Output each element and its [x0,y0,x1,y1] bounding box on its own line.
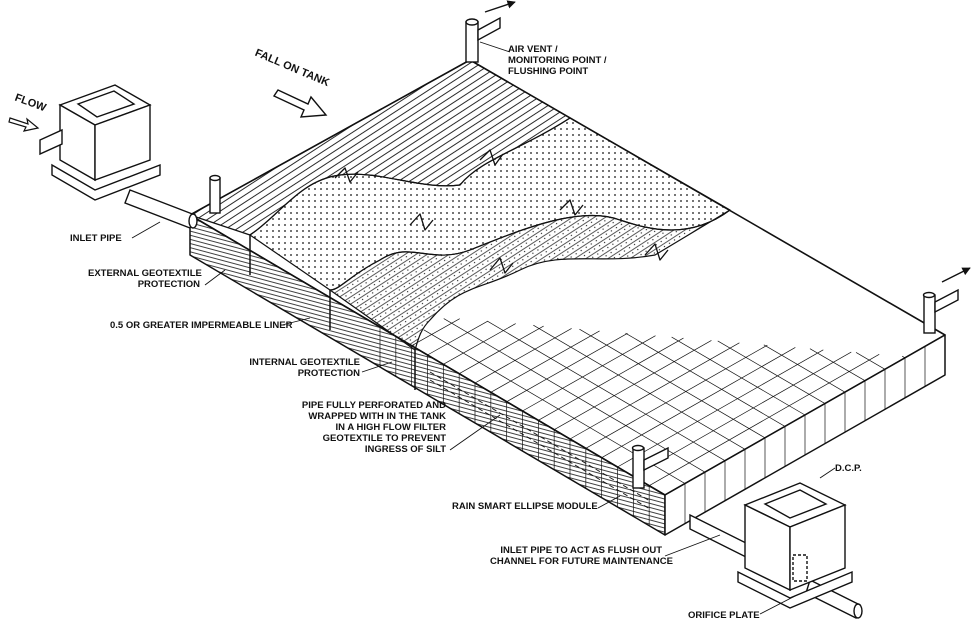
break-line-1 [334,167,359,183]
fall-on-tank-arrow [272,89,328,118]
grid-line [553,340,712,430]
grid-line [533,324,746,450]
break-line-3 [409,213,434,231]
grid-line [569,342,740,440]
grid-line [458,325,544,374]
grid-line [671,336,806,416]
grid-line [809,348,866,382]
flush-pipe-label: INLET PIPE TO ACT AS FLUSH OUT CHANNEL F… [490,545,673,567]
grid-line [585,344,768,449]
outlet-vent-pipe [922,267,971,334]
grid-line [717,340,826,404]
ellipse-module-label: RAIN SMART ELLIPSE MODULE [452,501,598,512]
break-line-2 [479,149,504,166]
grid-line [601,347,796,458]
grid-line [538,337,684,421]
grid-line [403,340,666,496]
air-vent-pipe [465,0,516,63]
dcp-label: D.C.P. [835,463,862,474]
grid-line [522,335,656,412]
grid-line [474,328,572,384]
grid-line [901,355,906,359]
leader-lines [131,41,836,615]
impermeable-liner-label: 0.5 OR GREATER IMPERMEABLE LINER [110,320,293,331]
grid-line [427,320,488,356]
internal-geotextile-label: INTERNAL GEOTEXTILE PROTECTION [249,357,360,379]
grid-line [664,356,908,496]
internal-geotextile-top [329,209,731,351]
grid-line [443,318,706,473]
grid-line [487,320,726,462]
break-line-5 [489,257,514,274]
grid-line [633,351,852,477]
air-vent-label: AIR VENT / MONITORING POINT / FLUSHING P… [508,44,607,77]
grid-line [617,349,824,468]
inlet-pipe [39,128,221,229]
grid-line [579,328,766,439]
flush-vent-pipe [631,444,669,489]
inlet-pipe-label: INLET PIPE [70,233,122,244]
grid-line [490,330,600,393]
perforated-pipe-label: PIPE FULLY PERFORATED AND WRAPPED WITH I… [301,400,446,455]
break-line-4 [559,199,584,216]
external-geotextile-label: EXTERNAL GEOTEXTILE PROTECTION [88,268,202,290]
flow-arrow [8,117,40,132]
break-line-6 [644,243,669,261]
dcp-chamber [737,482,853,609]
grid-line [648,354,880,486]
tank-body [189,59,946,536]
inlet-chamber [51,84,161,201]
grid-line [855,352,886,370]
grid-line [763,344,846,393]
grid-line [625,332,786,427]
orifice-plate-label: ORIFICE PLATE [688,610,760,621]
